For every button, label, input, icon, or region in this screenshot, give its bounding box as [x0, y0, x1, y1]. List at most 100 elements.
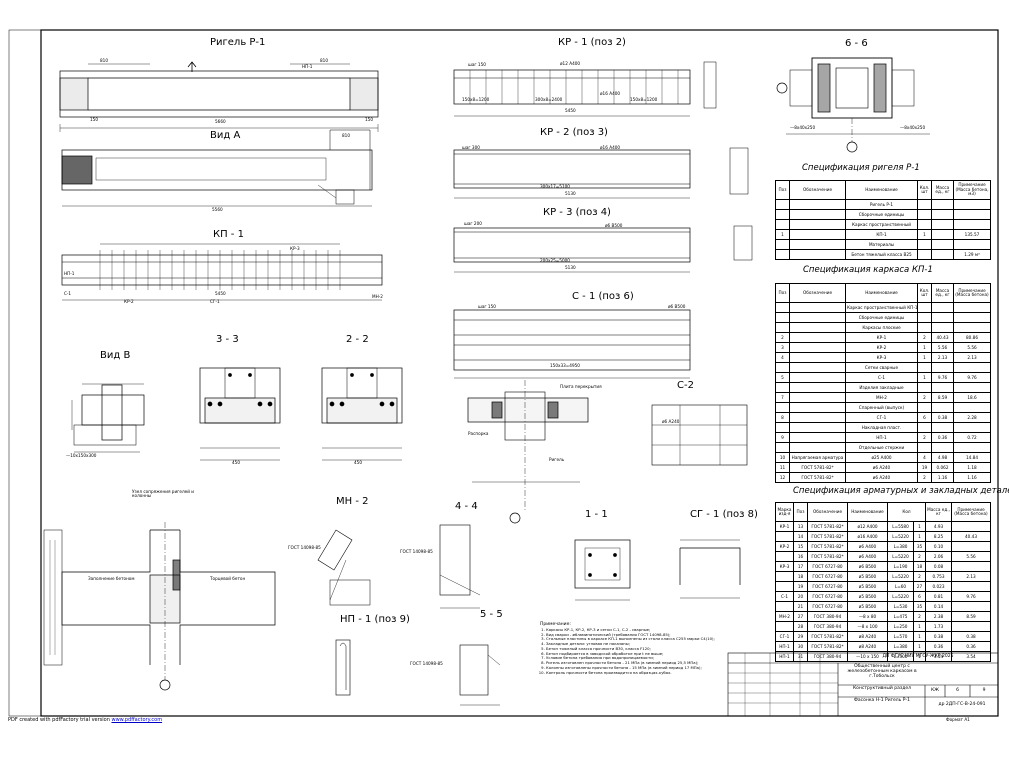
- table-cell: Каркасы плоские: [845, 322, 918, 333]
- dim-kr3-pitch: 200х25=5000: [540, 258, 570, 263]
- table-cell: КП-1: [845, 229, 918, 240]
- sec66-title: 6 - 6: [845, 38, 868, 49]
- title-block-code: ДП ФГУС НИУ МГСУ-ЖКР 2025: [882, 654, 954, 659]
- section-1-1: [574, 539, 631, 601]
- table-cell: [931, 382, 954, 393]
- table-cell: ø6 В500: [847, 561, 888, 572]
- table-cell: 0.08: [925, 561, 952, 572]
- table-cell: [953, 302, 991, 313]
- label-sec44-gost: ГОСТ 14098-85: [400, 549, 433, 554]
- table-cell: КР-3: [845, 352, 918, 363]
- table-cell: 1: [917, 229, 932, 240]
- label-mn-size-right: —8х40х250: [900, 125, 926, 130]
- table-cell: 14.84: [953, 452, 991, 463]
- table-cell: 1: [913, 621, 926, 632]
- column-header: Обозначение: [789, 283, 846, 303]
- table-cell: 8.59: [931, 392, 954, 403]
- table-cell: 5.56: [951, 551, 991, 562]
- table-cell: ø25 А400: [845, 452, 918, 463]
- table-cell: [789, 219, 846, 230]
- label-sec55-gost: ГОСТ 14098-85: [410, 661, 443, 666]
- table-cell: 2.28: [953, 412, 991, 423]
- table-cell: [917, 209, 932, 220]
- table-cell: 8.59: [951, 611, 991, 622]
- notes-heading: Примечание:: [540, 622, 571, 627]
- table-cell: [917, 362, 932, 373]
- sec44-title: 4 - 4: [455, 501, 478, 512]
- table-cell: 0.36: [951, 641, 991, 652]
- table-cell: 15: [793, 541, 808, 552]
- column-header: Поз: [793, 502, 808, 522]
- column-header: Масса ед., кг: [925, 502, 952, 522]
- table-cell: ø5 В500: [847, 601, 888, 612]
- table-cell: [789, 352, 846, 363]
- note-item: Ригель изготовлен прочности бетона - 21 …: [546, 660, 720, 666]
- table-cell: 14: [793, 531, 808, 542]
- table-cell: [953, 382, 991, 393]
- table-cell: [789, 199, 846, 210]
- table-cell: ГОСТ 5781-82*: [807, 521, 848, 532]
- table-cell: —8 х 80: [847, 611, 888, 622]
- table-cell: [953, 402, 991, 413]
- title-block-stage: КЖ: [930, 688, 940, 693]
- table-cell: [789, 382, 846, 393]
- table-cell: [775, 571, 794, 582]
- sec11-title: 1 - 1: [585, 509, 608, 520]
- footer-link[interactable]: www.pdffactory.com: [111, 717, 163, 723]
- table-cell: [951, 521, 991, 532]
- table-cell: 8: [775, 412, 790, 423]
- table-cell: [775, 402, 790, 413]
- sec33-title: 3 - 3: [216, 334, 239, 345]
- table-cell: [951, 561, 991, 572]
- mn2-detail: [317, 529, 371, 606]
- table-cell: Бетон тяжелый класса В25: [845, 249, 918, 260]
- table-cell: Накладная пласт.: [845, 422, 918, 433]
- table-cell: 0.38: [925, 631, 952, 642]
- s2-title: С-2: [677, 380, 694, 391]
- table-cell: КР-1: [775, 521, 794, 532]
- spec-kp1-title: Спецификация каркаса КП-1: [803, 265, 933, 275]
- table-cell: 1: [913, 631, 926, 642]
- table-cell: ГОСТ 5781-82*: [789, 462, 846, 473]
- dim-beam-right: 810: [320, 58, 328, 63]
- table-row: Каркас пространственный: [775, 219, 991, 230]
- table-row: Сборочные единицы: [775, 312, 991, 323]
- table-row: Изделия закладные: [775, 382, 991, 393]
- note-item: Каркасы КР-1, КР-2, КР-3 и сетки С-1, С-…: [546, 627, 720, 633]
- table-cell: 1: [917, 342, 932, 353]
- table-cell: 40.43: [931, 332, 954, 343]
- kr1-frame: [453, 61, 717, 117]
- np1-title: НП - 1 (поз 9): [340, 614, 410, 625]
- mn2-title: МН - 2: [336, 496, 369, 507]
- column-header: Масса ед., кг: [931, 283, 954, 303]
- table-cell: 1.16: [953, 472, 991, 483]
- table-cell: 4: [917, 452, 932, 463]
- dim-kr1-end-right: 150х8=1200: [630, 97, 658, 102]
- label-np1-kp1: НП-1: [64, 271, 75, 276]
- table-cell: ГОСТ 5781-82*: [807, 641, 848, 652]
- table-cell: 13: [793, 521, 808, 532]
- np1-detail: [335, 639, 351, 696]
- table-cell: 16: [793, 551, 808, 562]
- table-cell: [789, 342, 846, 353]
- table-cell: [917, 239, 932, 250]
- table-cell: 18.6: [953, 392, 991, 403]
- table-cell: 6: [917, 412, 932, 423]
- beam-r1-elevation: [59, 61, 379, 132]
- table-cell: [789, 302, 846, 313]
- table-cell: [789, 442, 846, 453]
- table-row: Материалы: [775, 239, 991, 250]
- table-cell: L=475: [887, 611, 914, 622]
- table-cell: [775, 249, 790, 260]
- section-3-3: [199, 367, 281, 461]
- joint-node: [467, 380, 589, 524]
- table-cell: [953, 422, 991, 433]
- table-cell: [775, 199, 790, 210]
- table-cell: [931, 229, 954, 240]
